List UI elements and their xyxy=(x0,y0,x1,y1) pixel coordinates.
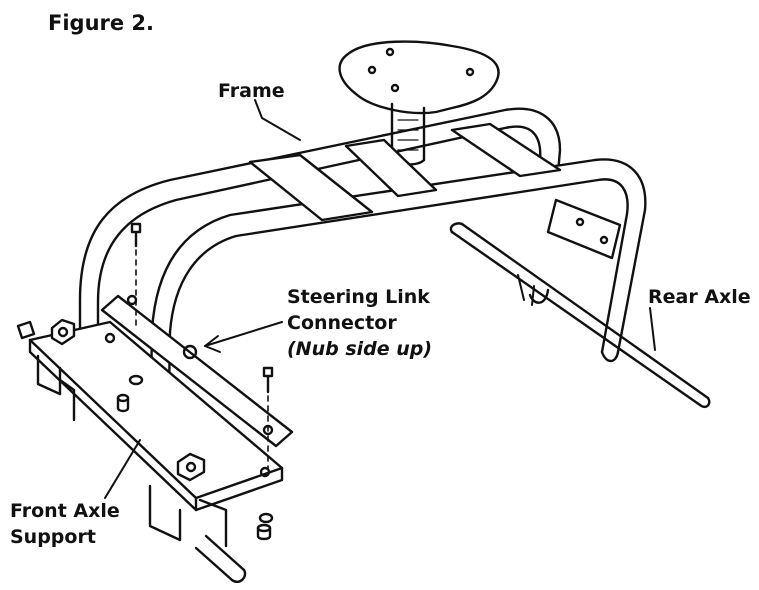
rear-axle-label: Rear Axle xyxy=(648,286,751,308)
steering-link xyxy=(100,294,294,448)
front-axle-support-label-line2: Support xyxy=(10,526,96,548)
figure-title: Figure 2. xyxy=(48,11,155,35)
steering-link-label-note: (Nub side up) xyxy=(287,338,433,360)
front-axle-support-label-line1: Front Axle xyxy=(10,500,120,522)
cross-slats xyxy=(248,122,562,222)
frame xyxy=(78,107,647,462)
frame-label: Frame xyxy=(218,80,285,102)
leader-lines xyxy=(104,99,656,499)
steering-link-label-line1: Steering Link xyxy=(287,286,430,308)
front-axle-support xyxy=(16,318,284,584)
rear-axle xyxy=(449,222,711,409)
bolts xyxy=(130,222,274,469)
steering-link-label-line2: Connector xyxy=(287,312,397,334)
